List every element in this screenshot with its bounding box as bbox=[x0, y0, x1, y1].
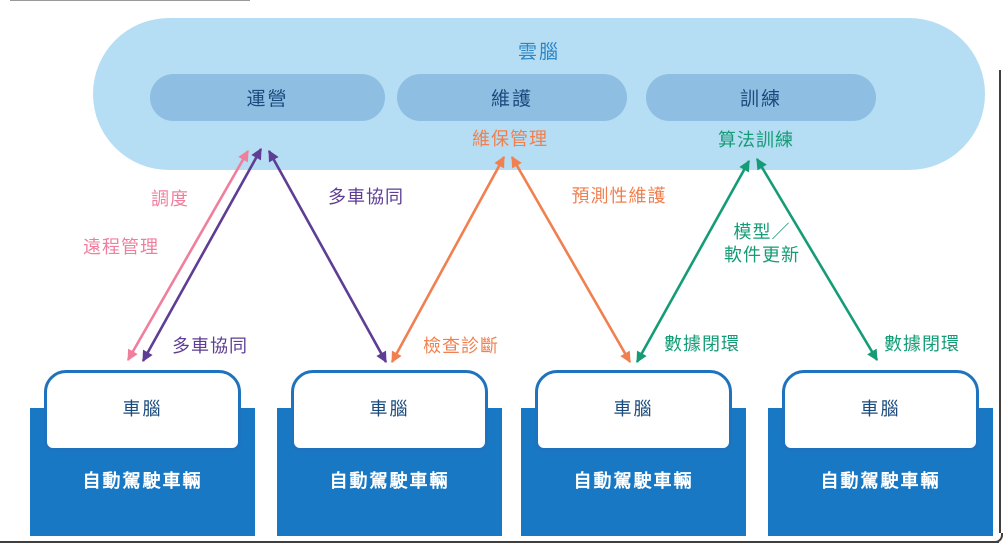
vehicle-1-brain-box: 車腦 bbox=[44, 370, 241, 451]
page-border-corner bbox=[993, 533, 1003, 543]
vehicle-4-brain-label: 車腦 bbox=[860, 398, 901, 419]
label-data-loop-left: 數據閉環 bbox=[664, 334, 740, 354]
vehicle-3: 車腦 自動駕駛車輛 bbox=[521, 370, 746, 536]
vehicle-3-brain-label: 車腦 bbox=[613, 398, 654, 419]
vehicle-4-body-label: 自動駕駛車輛 bbox=[820, 471, 941, 491]
cloud-title: 雲腦 bbox=[517, 42, 560, 63]
page-border-bottom bbox=[0, 541, 999, 543]
pill-maintenance: 維護 bbox=[397, 74, 627, 121]
vehicle-2-body-label: 自動駕駛車輛 bbox=[329, 471, 450, 491]
label-algorithm-training: 算法訓練 bbox=[718, 130, 794, 150]
label-multi-vehicle-coordination-bottom: 多車協同 bbox=[172, 336, 248, 356]
label-predictive-maintenance: 預測性維護 bbox=[571, 186, 667, 206]
label-model-software-update: 模型／ 軟件更新 bbox=[682, 221, 842, 267]
label-model-software-update-line1: 模型／ bbox=[733, 222, 791, 242]
vehicle-2: 車腦 自動駕駛車輛 bbox=[277, 370, 502, 536]
arrow-inspection-diagnosis bbox=[390, 156, 506, 363]
vehicle-1: 車腦 自動駕駛車輛 bbox=[30, 370, 255, 536]
arrow-data-loop-v4 bbox=[755, 158, 879, 361]
vehicle-3-body-label: 自動駕駛車輛 bbox=[573, 471, 694, 491]
vehicle-4: 車腦 自動駕駛車輛 bbox=[768, 370, 993, 536]
arrow-multi-vehicle-coordination-v2 bbox=[267, 150, 388, 363]
pill-operations: 運營 bbox=[150, 74, 385, 121]
page-border-right bbox=[999, 70, 1001, 533]
arrow-data-loop-v3 bbox=[635, 160, 751, 363]
cloud-brain-capsule: 雲腦 運營 維護 訓練 bbox=[93, 18, 985, 170]
label-data-loop-right: 數據閉環 bbox=[884, 334, 960, 354]
vehicle-2-brain-label: 車腦 bbox=[369, 398, 410, 419]
pill-training: 訓練 bbox=[646, 74, 876, 121]
label-maintenance-management: 維保管理 bbox=[472, 129, 548, 149]
label-remote-management: 遠程管理 bbox=[83, 237, 159, 257]
vehicle-1-brain-label: 車腦 bbox=[122, 398, 163, 419]
pill-operations-label: 運營 bbox=[246, 89, 289, 110]
label-multi-vehicle-coordination-top: 多車協同 bbox=[328, 187, 404, 207]
vehicle-3-brain-box: 車腦 bbox=[535, 370, 732, 451]
vehicle-1-body-label: 自動駕駛車輛 bbox=[82, 471, 203, 491]
label-inspection-diagnosis: 檢查診斷 bbox=[423, 336, 499, 356]
label-model-software-update-line2: 軟件更新 bbox=[724, 245, 800, 265]
vehicle-2-brain-box: 車腦 bbox=[291, 370, 488, 451]
label-dispatch: 調度 bbox=[151, 189, 189, 209]
pill-training-label: 訓練 bbox=[739, 89, 782, 110]
vehicle-4-brain-box: 車腦 bbox=[782, 370, 979, 451]
page-border-top-left bbox=[10, 0, 250, 1]
arrow-predictive-maintenance bbox=[510, 156, 632, 363]
arrow-multi-vehicle-coordination-v1 bbox=[141, 148, 263, 362]
pill-maintenance-label: 維護 bbox=[490, 89, 533, 110]
